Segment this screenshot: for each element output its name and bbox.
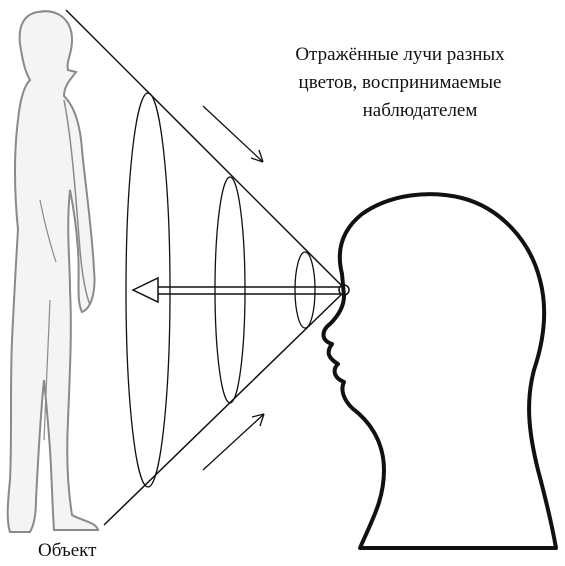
- caption-line-1: Отражённые лучи разных: [295, 44, 505, 65]
- observer-head-outline: [324, 194, 557, 548]
- caption-line-2: цветов, воспринимаемые: [299, 72, 502, 93]
- rays-caption: Отражённые лучи разных цветов, восприним…: [295, 44, 505, 121]
- human-figure: [8, 11, 98, 532]
- human-body-outline: [8, 11, 98, 532]
- object-label: Объект: [38, 540, 97, 561]
- cone-lower-edge: [104, 290, 346, 525]
- arrow-up-right-icon: [203, 414, 264, 470]
- arrow-left-icon: [133, 278, 158, 302]
- line-of-sight-arrow: [133, 278, 349, 302]
- cone-section-medium: [215, 177, 245, 403]
- caption-line-3: наблюдателем: [363, 100, 478, 121]
- arrow-down-right-icon: [203, 106, 263, 162]
- cone-section-small: [295, 252, 315, 328]
